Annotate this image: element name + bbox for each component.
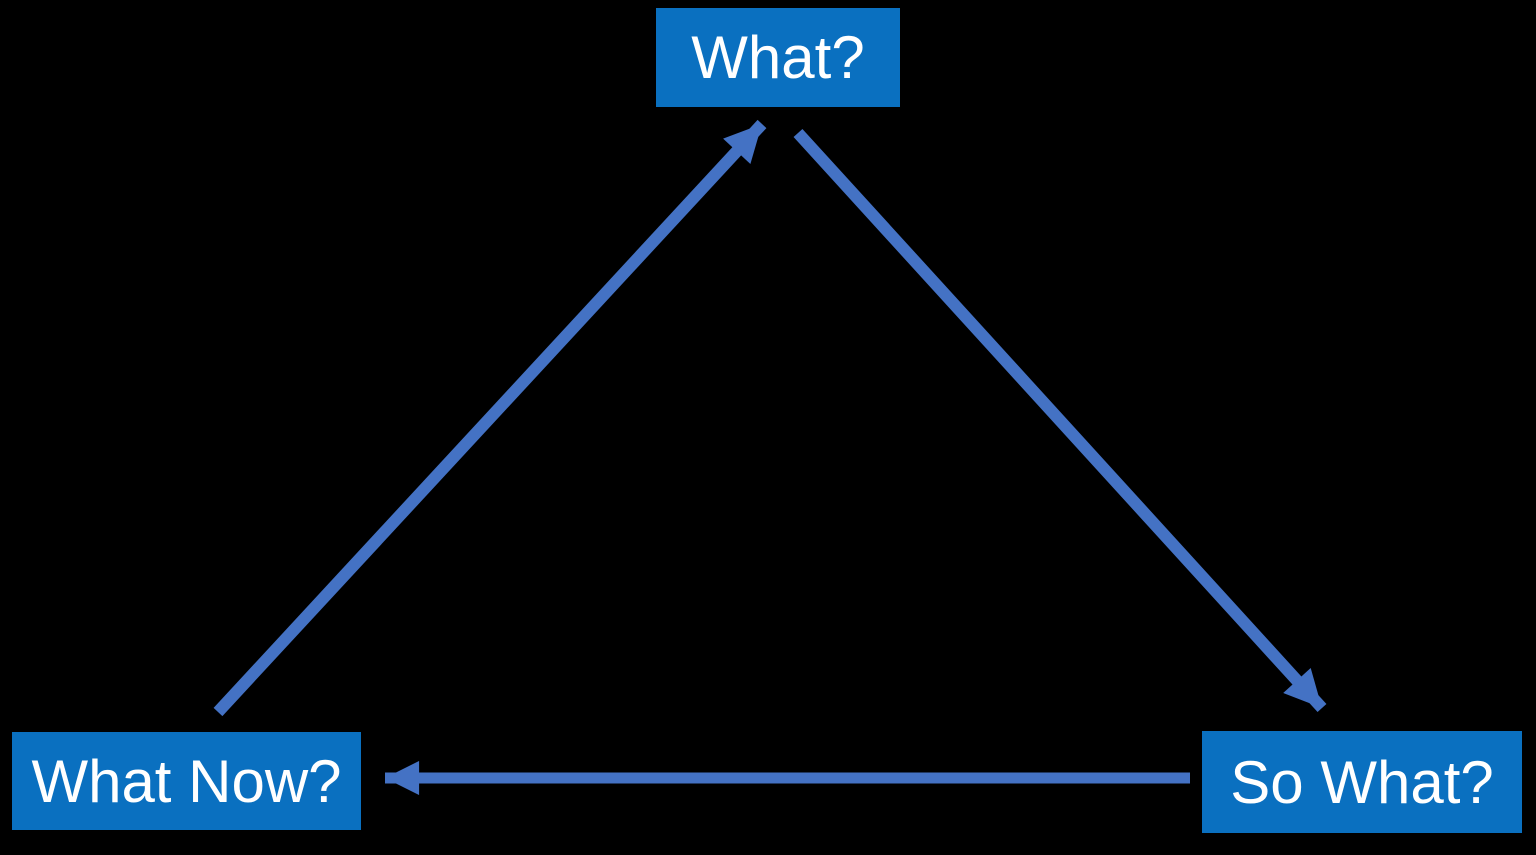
node-what-now-label: What Now? [31,747,342,815]
node-what-label: What? [691,24,865,91]
node-so-what: So What? [1202,731,1522,833]
node-what-now: What Now? [12,732,361,830]
node-so-what-label: So What? [1230,748,1494,816]
node-what: What? [656,8,900,107]
arrow-what-now-to-what [213,119,767,717]
arrow-what-to-so-what [793,128,1327,713]
